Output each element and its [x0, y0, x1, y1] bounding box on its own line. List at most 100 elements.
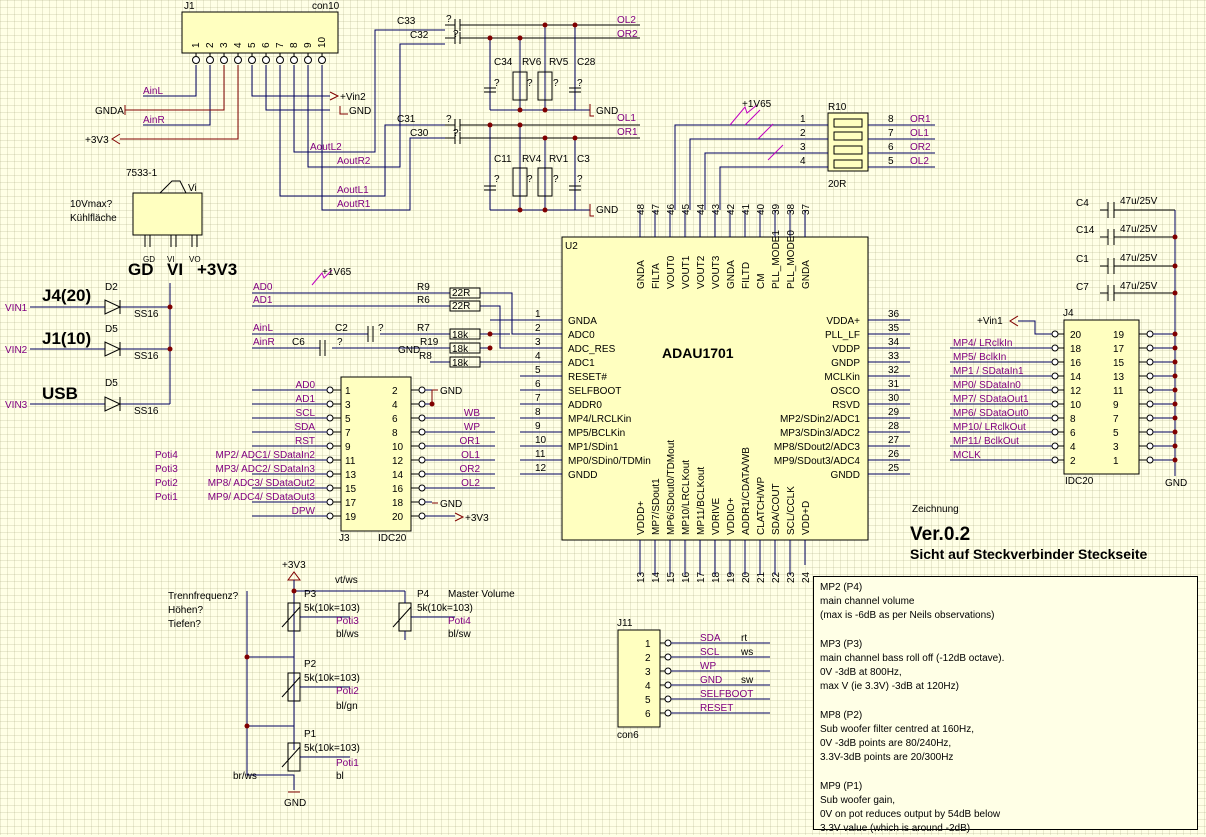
j3-left-label: DPW: [292, 506, 316, 517]
j3-pin-right: [418, 442, 426, 450]
gnd-j3-top: GND: [440, 386, 462, 397]
cap-block-top: C33 C32 ? ? OL2 OR2 C34 RV6 RV5 C28 ? ? …: [397, 14, 640, 117]
u2-pin-num: 10: [535, 435, 547, 446]
reg-note2: Kühlfläche: [70, 213, 117, 224]
pot-3v3: +3V3: [282, 560, 306, 571]
p1-wire: bl: [336, 771, 344, 782]
reg-note1: 10Vmax?: [70, 199, 113, 210]
u2-pin-name: ADDR0: [568, 400, 602, 411]
j3-pin-num: 3: [345, 400, 351, 411]
u2-pin-num: 30: [888, 393, 900, 404]
j4-label: MP4/ LRclkIn: [953, 338, 1012, 349]
reg-big-vi: VI: [167, 260, 183, 279]
r10-net-ol2: OL2: [910, 156, 929, 167]
u2-pin-num: 38: [786, 203, 797, 215]
j3-pin-num: 20: [392, 512, 404, 523]
j1-pin-num: 4: [233, 42, 244, 48]
reg-big-3v3: +3V3: [197, 260, 237, 279]
u2-pin-name: MP5/BCLKin: [568, 428, 625, 439]
reg-pin-vo: VO: [189, 255, 201, 264]
u2-pin-num: 9: [535, 421, 541, 432]
net-ainr-j1: AinR: [143, 115, 165, 126]
r10-net-or1: OR1: [910, 114, 931, 125]
j3-pin-num: 1: [345, 386, 351, 397]
u2-pin-name: MP2/SDin2/ADC1: [780, 414, 860, 425]
u2-pin-num: 37: [801, 203, 812, 215]
j3-pin-num: 10: [392, 442, 404, 453]
j4-pin-left: [1051, 386, 1059, 394]
j1-pin-8: [290, 56, 298, 64]
j11-pin-3: [664, 667, 672, 675]
u2-pin-num: 44: [696, 203, 707, 215]
ref-r7: R7: [417, 323, 430, 334]
u2-pin-num: 5: [535, 365, 541, 376]
val-c14: 47u/25V: [1120, 224, 1158, 235]
j3-pin-left: [326, 428, 334, 436]
j11-wire-color: ws: [740, 647, 753, 658]
ref-c6: C6: [292, 337, 305, 348]
net-gnda: GNDA: [95, 106, 124, 117]
val-r9: 22R: [452, 288, 470, 299]
j4-pin-num: 12: [1070, 386, 1082, 397]
u2-pin-num: 23: [786, 571, 797, 583]
resistor-array-r10: R10 20R 1 2 3 4 8 7 6 5 OR1 OL1 OR2 OL2 …: [674, 99, 935, 210]
j4-pin-right: [1146, 456, 1154, 464]
j3-pin-left: [326, 512, 334, 520]
j3-right-label: WB: [464, 408, 480, 419]
u2-pin-num: 24: [801, 571, 812, 583]
u2-pin-name: OSCO: [831, 386, 861, 397]
ref-c7: C7: [1076, 282, 1089, 293]
q-c31: ?: [446, 114, 452, 125]
j11-pin-num: 1: [645, 639, 651, 650]
j4-pin-num: 13: [1113, 372, 1125, 383]
note-line: 3.3V value (which is around -2dB): [820, 823, 971, 835]
p2-ref: P2: [304, 659, 317, 670]
j11-pin-4: [664, 681, 672, 689]
net-ainl-j1: AinL: [143, 86, 163, 97]
reg-pin-vi: VI: [167, 255, 175, 264]
u2-pin-num: 13: [636, 571, 647, 583]
r10-ref: R10: [828, 102, 847, 113]
u2-pin-num: 33: [888, 351, 900, 362]
ref-c34: C34: [494, 57, 513, 68]
d2-val: SS16: [134, 309, 159, 320]
u2-pin-num: 3: [535, 337, 541, 348]
j3-poti-label: Poti4: [155, 450, 178, 461]
j4-pin-left: [1051, 456, 1059, 464]
potentiometers: +3V3 vt/ws Trennfrequenz? Höhen? Tiefen?…: [168, 560, 515, 809]
j4-pin-left: [1051, 344, 1059, 352]
j3-left-label: SDA: [294, 422, 315, 433]
u2-pin-name: GNDP: [831, 358, 860, 369]
net-ad1-u2: AD1: [253, 295, 273, 306]
ref-c30: C30: [410, 128, 429, 139]
j1-pin-1: [192, 56, 200, 64]
j1-pin-num: 2: [205, 42, 216, 48]
regulator: 7533-1 Vi 10Vmax? Kühlfläche GD VI VO GD…: [70, 168, 237, 279]
j3-pin-num: 4: [392, 400, 398, 411]
u2-pin-name: VDRIVE: [711, 497, 722, 535]
j3-pin-right: [418, 428, 426, 436]
j4-pin-num: 18: [1070, 344, 1082, 355]
u2-pin-name: VDD+D: [801, 501, 812, 535]
j1-pin-9: [304, 56, 312, 64]
out-ol2-top: OL2: [617, 15, 636, 26]
q-c30: ?: [453, 128, 459, 139]
u2-pin-name: VOUT0: [666, 255, 677, 289]
u2-pin-name: PLL_MODE0: [786, 230, 797, 289]
note-line: main channel bass roll off (-12dB octave…: [820, 653, 1005, 664]
note-line: MP9 (P1): [820, 780, 863, 792]
r10-net-or2: OR2: [910, 142, 931, 153]
d2-ref: D2: [105, 282, 118, 293]
chip-u2: U2 ADAU1701 1GNDA2ADC03ADC_RES4ADC15RESE…: [520, 203, 910, 583]
j3-pin-right: [418, 484, 426, 492]
j4-pin-num: 14: [1070, 372, 1082, 383]
note-paragraph: MP3 (P3)main channel bass roll off (-12d…: [820, 638, 1191, 695]
u2-pin-name: SDA/COUT: [771, 483, 782, 535]
j3-pin-num: 17: [345, 498, 357, 509]
j11-label: SELFBOOT: [700, 689, 753, 700]
r10-pin5: 5: [888, 156, 894, 167]
j3-pin-num: 6: [392, 414, 398, 425]
u2-pin-name: VDDA+: [826, 316, 860, 327]
j3-right-label: OR2: [459, 464, 480, 475]
